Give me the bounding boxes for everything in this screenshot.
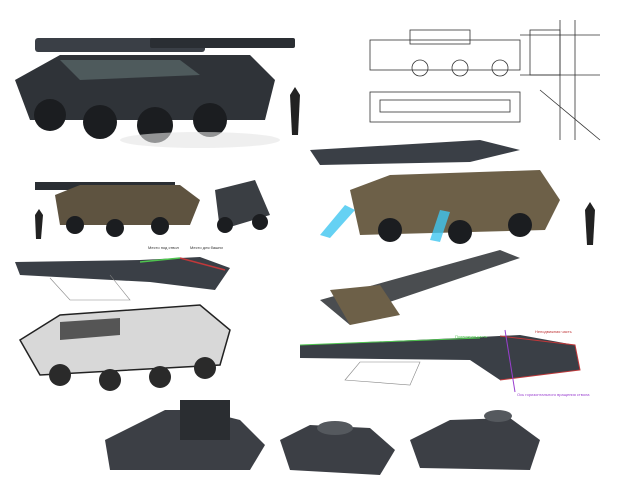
fixed-part-label: Неподвижная часть [535,329,572,334]
turret-base-renders [105,400,540,475]
turret-angled-render [320,250,520,325]
blueprint-drawing [369,20,601,141]
turret-mount-label: Место для башни [190,245,223,250]
main-vehicle-render [15,38,300,148]
rotation-axis-label: Ось горизонтального вращения ствола [517,392,590,397]
hover-vehicle-render [35,140,595,245]
turret-side-view [15,257,230,301]
moving-part-label: Подвижная часть [455,334,488,339]
gun-mount-label: Место под ствол [148,245,179,250]
side-view-render [35,180,270,237]
turret-annotated-view [299,329,581,393]
lineart-apc-render [18,304,231,391]
